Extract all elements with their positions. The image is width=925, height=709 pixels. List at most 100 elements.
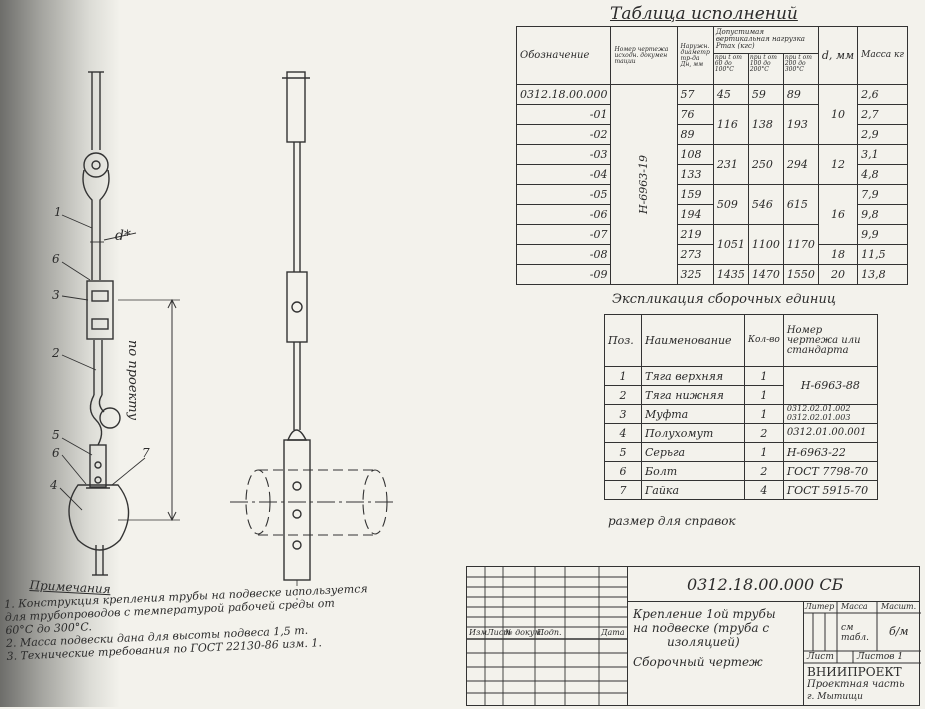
spec-name: Полухомут [641,423,745,443]
org-unit: Проектная часть [807,679,905,690]
row-dn: 194 [676,204,714,225]
name-line: изоляцией) [667,635,740,649]
half-clamp [68,484,130,551]
right-coupling [286,271,308,343]
header-t3: при t от 200 до 300°C [784,54,812,73]
attrs-area: Литер Масса Масшт. см табл. б/м Лист Лис… [803,601,921,705]
row-designation: -02 [515,124,612,145]
d-value: 20 [817,264,859,285]
pos-label-1: 1 [54,205,62,219]
spec-qty: 1 [744,385,784,405]
row-dn: 133 [676,164,714,185]
d-value: 12 [817,144,859,185]
row-mass: 11,5 [857,244,908,265]
row-designation: -07 [515,224,612,245]
spec-pos: 6 [604,461,642,481]
load-t1: 509 [712,184,749,225]
row-mass: 2,6 [857,84,908,105]
load-t3: 1550 [782,264,819,285]
load-t2: 138 [747,104,784,145]
name-area: Крепление 1ой трубы на подвеске (труба с… [627,601,804,705]
scale-header: Масшт. [881,602,917,611]
title-block: Изм Лист № докум. Подп. Дата 0312.18.00.… [466,566,921,706]
row-designation: -09 [515,264,612,285]
name-line: на подвеске (труба с [633,621,770,635]
row-mass: 2,9 [857,124,908,145]
spec-qty: 2 [744,461,784,481]
spec-qty: 2 [744,423,784,443]
dimension-label: по проекту [125,340,140,421]
pos-label-7: 7 [142,446,150,460]
drawing-ref-cell: Н-6963-19 [610,84,678,285]
spec-pos: 4 [604,423,642,443]
load-t3: 1170 [782,224,819,265]
row-dn: 89 [676,124,714,145]
d-value: 16 [817,184,859,245]
spec-table: Поз. Наименование Кол-во Номер чертежа и… [604,314,879,500]
spec-ref: 0312.01.00.001 [782,423,879,443]
pos-label-6: 6 [52,252,60,266]
load-t3: 294 [782,144,819,185]
spec-ref: 0312.02.01.002 0312.02.01.003 [782,404,879,424]
row-dn: 219 [676,224,714,245]
spec-qty: 1 [744,404,784,424]
header-d: d, мм [817,26,859,85]
doc-type: Сборочный чертеж [633,655,763,669]
spec-name: Тяга верхняя [641,366,745,386]
header-outer-dia: Наружн. диаметр тр-да Дн, мм [676,26,714,85]
row-designation: -05 [515,184,612,205]
row-designation: -04 [515,164,612,185]
col-izm: Изм [469,628,487,637]
load-t1: 116 [712,104,749,145]
load-t2: 546 [747,184,784,225]
revision-grid: Изм Лист № докум. Подп. Дата [467,567,628,705]
pos-label-6b: 6 [52,446,60,460]
pos-label-2: 2 [52,346,60,360]
load-t2: 1100 [747,224,784,265]
col-sign: Подп. [537,628,562,637]
spec-table-title: Экспликация сборочных единиц [612,292,836,307]
spec-pos: 3 [604,404,642,424]
row-mass: 13,8 [857,264,908,285]
spec-pos: 7 [604,480,642,500]
spec-ref: Н-6963-22 [782,442,879,462]
load-t1: 45 [712,84,749,105]
col-doc: № докум. [505,628,544,637]
load-t1: 1051 [712,224,749,265]
spec-qty: 4 [744,480,784,500]
doc-code: 0312.18.00.000 СБ [687,575,844,594]
right-top-plate [286,71,306,143]
row-mass: 9,8 [857,204,908,225]
row-designation: -06 [515,204,612,225]
sheet-label: Лист [807,652,834,662]
mass-value: см табл. [841,623,869,643]
d-value: 10 [817,84,859,145]
row-dn: 108 [676,144,714,165]
pos-label-4: 4 [50,478,58,492]
reference-note: размер для справок [608,514,736,528]
pos-label-3: 3 [52,288,60,302]
spec-pos: 1 [604,366,642,386]
col-list: Лист [487,628,511,637]
exec-table-title: Таблица исполнений [610,4,798,24]
code-row: 0312.18.00.000 СБ [627,567,919,602]
spec-name: Серьга [641,442,745,462]
mass-header: Масса [841,602,868,611]
load-t2: 1470 [747,264,784,285]
exec-table: Обозначение Номер чертежа исходн. докуме… [515,26,908,285]
header-qty: Кол-во [744,314,784,367]
header-mass: Масса кг [857,26,908,85]
drawing-ref: Н-6963-19 [637,154,651,215]
header-drawing-no: Номер чертежа исходн. докумен тации [610,26,678,85]
revision-grid-lines [467,567,627,705]
load-t1: 231 [712,144,749,185]
spec-pos: 2 [604,385,642,405]
org-city: г. Мытищи [807,692,863,702]
row-dn: 76 [676,104,714,125]
pos-label-5: 5 [52,428,60,442]
header-t1: при t от 60 до 100°C [714,54,749,84]
spec-ref-merged: Н-6963-88 [782,366,879,405]
shackle [89,444,107,488]
spec-pos: 5 [604,442,642,462]
